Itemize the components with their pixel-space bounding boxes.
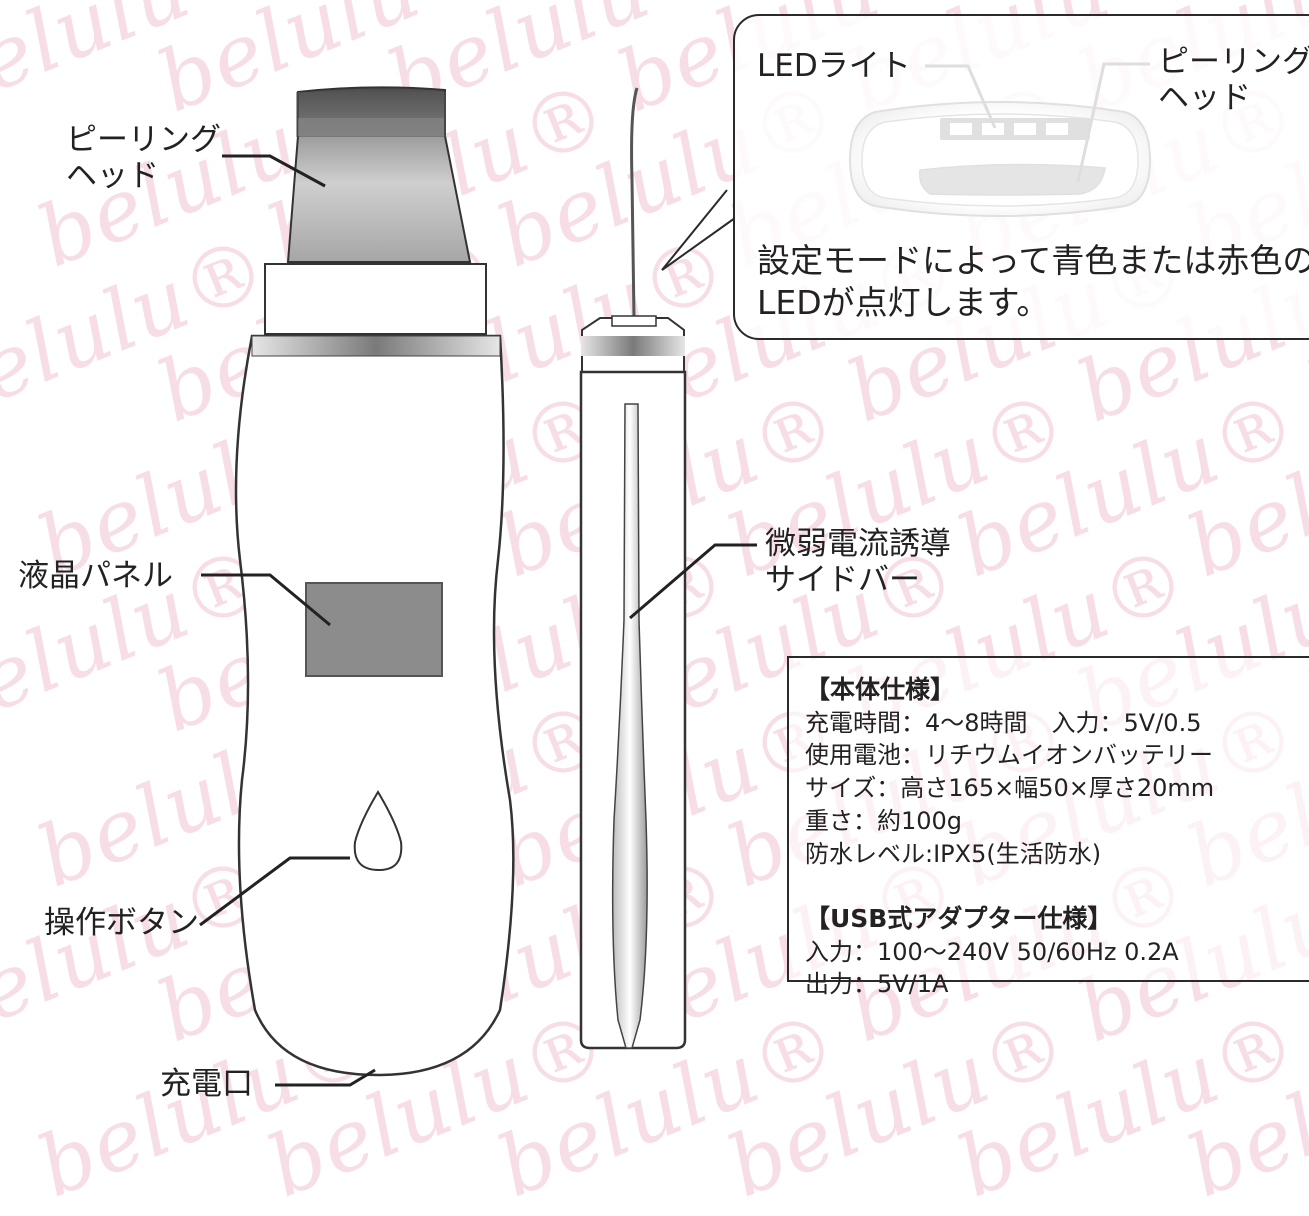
callout-line: LEDが点灯します。 [757,283,1050,322]
device-body [234,334,515,1077]
label-side-bar: 微弱電流誘導 サイドバー [765,526,951,598]
head-collar [264,263,487,335]
spec-line: 出力：5V/1A [805,970,949,998]
label-operation-button: 操作ボタン [44,905,199,941]
label-peeling-head: ピーリング ヘッド [66,122,221,194]
spec-line: サイズ：高さ165×幅50×厚さ20mm [805,774,1215,802]
spec-line: 充電時間：4〜8時間 入力：5V/0.5 [805,709,1202,737]
spec-body-title: 【本体仕様】 [805,675,956,704]
side-bar [611,403,648,1049]
label-lcd-panel: 液晶パネル [18,558,173,594]
spec-line: 防水レベル:IPX5(生活防水) [805,840,1102,868]
callout-text: 設定モードによって青色または赤色の LEDが点灯します。 [757,240,1309,324]
lcd-panel [305,582,443,677]
spec-box [787,656,1309,982]
spec-line: 使用電池：リチウムイオンバッテリー [805,741,1213,769]
side-view [579,87,687,1050]
front-view [234,86,515,1077]
spec-line: 入力：100〜240V 50/60Hz 0.2A [805,938,1179,966]
side-blade [630,87,639,319]
callout-pointer [661,189,736,271]
operation-button [353,790,403,872]
label-peeling-head-callout: ピーリング ヘッド [1158,44,1309,116]
spec-adapter-title: 【USB式アダプター仕様】 [805,904,1113,933]
label-led-light: LEDライト [757,48,911,84]
led-callout-box [733,14,1309,340]
callout-line: 設定モードによって青色または赤色の [757,241,1309,280]
label-charging-port: 充電口 [160,1066,253,1102]
spec-line: 重さ：約100g [805,807,963,835]
